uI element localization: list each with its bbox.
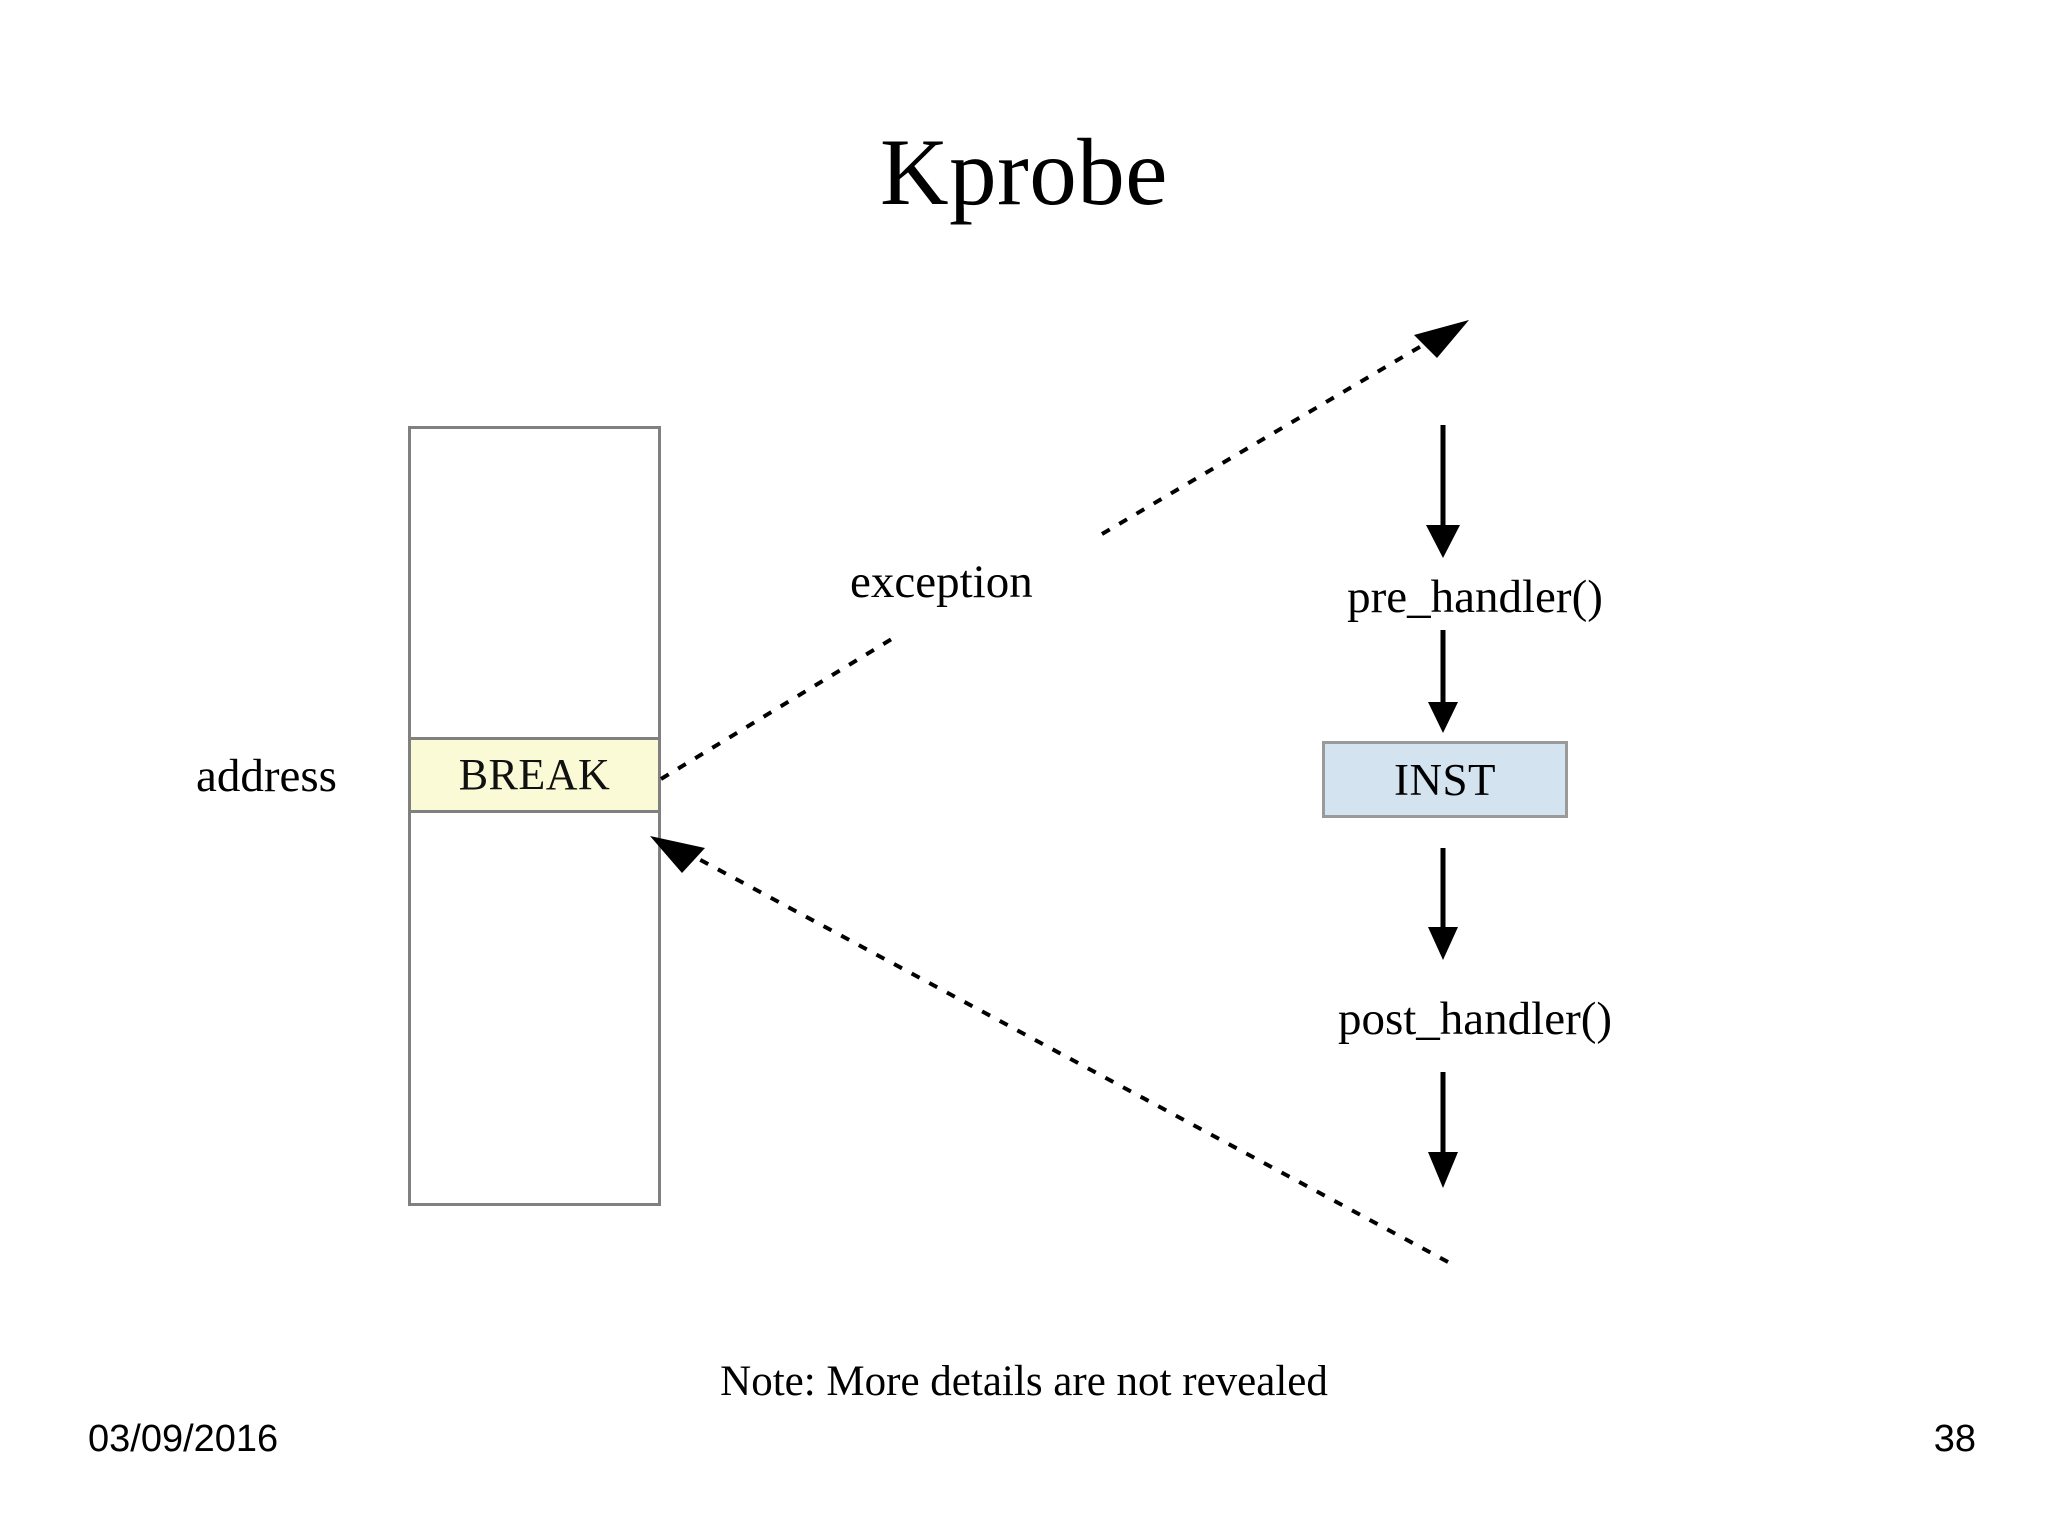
post-handler-label: post_handler() [1337, 993, 1613, 1045]
pre-handler-label: pre_handler() [1347, 571, 1603, 623]
exception-label: exception [850, 556, 1033, 608]
page-title: Kprobe [880, 119, 1168, 225]
post-handler-return-arrowhead-icon [1428, 1152, 1458, 1188]
address-label: address [196, 750, 337, 802]
break-cell-label: BREAK [458, 750, 611, 799]
exception-arrowhead-icon [1414, 320, 1469, 358]
pre-handler-to-inst-arrowhead-icon [1428, 702, 1458, 733]
break-cell: BREAK [408, 737, 661, 813]
pre-handler-inflow-arrowhead-icon [1426, 525, 1460, 558]
break-to-exception-dotted-line [659, 632, 902, 781]
footer-date: 03/09/2016 [88, 1418, 279, 1460]
note-text: Note: More details are not revealed [720, 1358, 1328, 1405]
exception-to-pre-handler-dotted-line [1100, 333, 1442, 536]
footer-page-number: 38 [1933, 1418, 1976, 1460]
inst-box-label: INST [1394, 754, 1496, 805]
return-to-break-dotted-line [681, 848, 1449, 1264]
memory-block [408, 426, 661, 1206]
inst-box: INST [1322, 741, 1568, 818]
inst-to-post-handler-arrowhead-icon [1428, 927, 1458, 960]
